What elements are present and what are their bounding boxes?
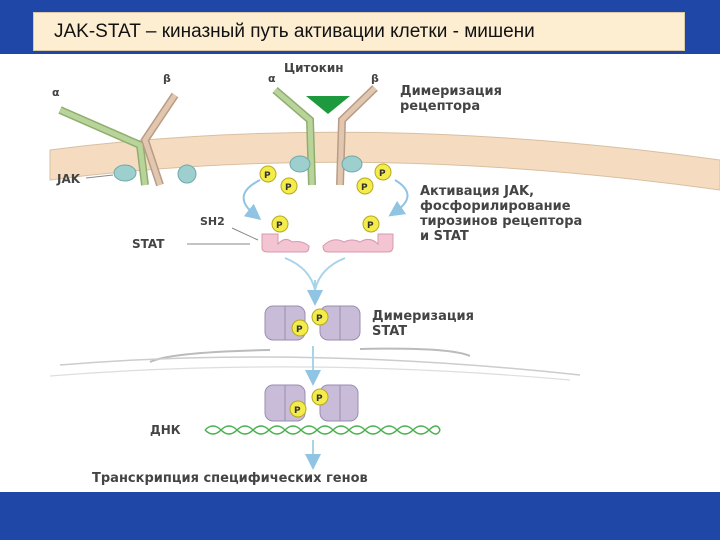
annotation-receptor-dimerization: рецептора [400,99,480,114]
phospho-label: P [264,171,271,181]
phospho-label: P [316,394,323,404]
phosphate-group [259,163,392,195]
stat-monomer-left [261,233,310,253]
annotation-jak-activation: Активация JAK, [420,184,534,199]
annotation-jak-activation: тирозинов рецептора [420,214,582,229]
merge-arrow [314,257,346,291]
annotation-transcription: Транскрипция специфических генов [92,471,368,486]
cytokine-label: Цитокин [284,61,344,75]
nuclear-membrane-lower [49,366,571,381]
phosphate-group [271,215,380,233]
activation-arrow-left [242,179,262,221]
cytokine-triangle [306,96,350,114]
annotation-stat-dimerization: STAT [372,324,407,339]
stat-label: STAT [132,237,165,251]
annotation-receptor-dimerization: Димеризация [400,84,502,99]
alpha-label-center: α [268,72,276,85]
stat-dimer [264,305,361,341]
jak-kinase [341,155,363,173]
phospho-label: P [294,406,301,416]
annotation-jak-activation: и STAT [420,229,469,244]
phospho-label: P [361,183,368,193]
annotation-jak-activation: фосфорилирование [420,199,571,214]
phospho-label: P [296,325,303,335]
sh2-label: SH2 [200,215,225,228]
slide-title-bar: JAK-STAT – киназный путь активации клетк… [33,12,685,51]
jak-kinase [113,164,137,182]
jak-stat-diagram: α β JAK Цитокин α β P P P P P P SH2 S [49,61,720,486]
annotation-stat-dimerization: Димеризация [372,309,474,324]
dna-label: ДНК [150,423,181,437]
phospho-label: P [276,221,283,231]
dna-helix [204,425,441,435]
beta-label-left: β [163,72,171,85]
jak-kinase [289,155,311,173]
merge-arrow [284,257,316,291]
nuclear-membrane-curve [59,356,581,376]
phospho-label: P [285,183,292,193]
stat-dimer-dna-bound [264,384,359,422]
diagram-panel: α β JAK Цитокин α β P P P P P P SH2 S [0,54,720,492]
nuclear-membrane-right [359,347,471,357]
center-receptor-dimer [272,85,378,186]
jak-kinase [177,164,197,184]
beta-label-center: β [371,72,379,85]
stat-monomer-right [322,233,394,253]
nuclear-membrane-left [149,349,271,363]
phospho-label: P [367,221,374,231]
alpha-label-left: α [52,86,60,99]
slide-title: JAK-STAT – киназный путь активации клетк… [54,21,535,42]
jak-label: JAK [56,172,81,186]
cell-membrane [49,131,720,191]
activation-arrow-right [388,179,409,217]
phospho-label: P [316,314,323,324]
left-receptor [58,92,197,187]
phospho-label: P [379,169,386,179]
